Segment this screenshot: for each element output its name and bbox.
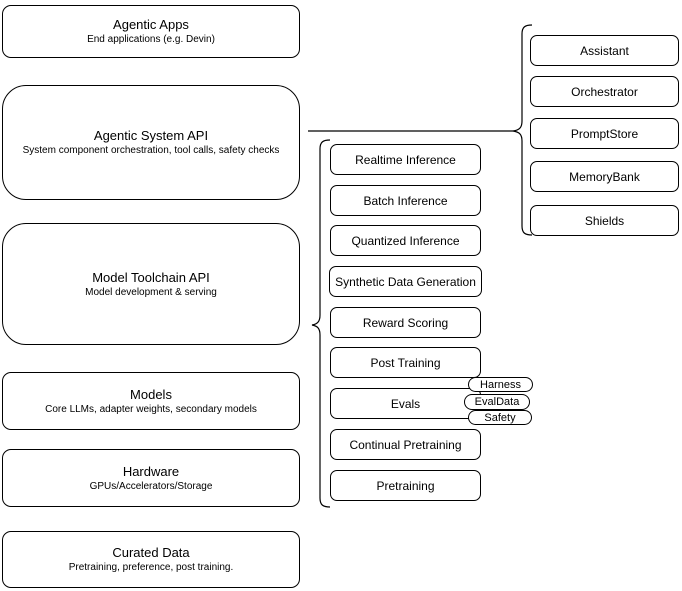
node-subtitle: Pretraining, preference, post training. xyxy=(68,562,234,573)
node-label: Evals xyxy=(390,396,421,411)
node-title: Models xyxy=(130,386,172,402)
node-shields: Shields xyxy=(530,205,679,236)
toolchain-brace xyxy=(311,139,331,508)
node-curated-data: Curated Data Pretraining, preference, po… xyxy=(2,531,300,588)
pill-label: Harness xyxy=(480,378,521,391)
node-label: MemoryBank xyxy=(569,169,640,184)
node-agentic-system-api: Agentic System API System component orch… xyxy=(2,85,300,200)
node-label: Assistant xyxy=(580,43,629,58)
node-title: Curated Data xyxy=(112,545,190,560)
node-label: Batch Inference xyxy=(363,193,448,208)
node-evals: Evals xyxy=(330,388,481,419)
node-assistant: Assistant xyxy=(530,35,679,66)
node-subtitle: Core LLMs, adapter weights, secondary mo… xyxy=(45,403,257,415)
pill-evaldata: EvalData xyxy=(464,394,530,410)
node-label: PromptStore xyxy=(570,126,639,141)
pill-harness: Harness xyxy=(468,377,533,392)
node-label: Reward Scoring xyxy=(362,315,449,330)
node-label: Quantized Inference xyxy=(351,233,460,248)
node-promptstore: PromptStore xyxy=(530,118,679,149)
node-batch-inference: Batch Inference xyxy=(330,185,481,216)
node-label: Continual Pretraining xyxy=(349,437,462,452)
node-label: Orchestrator xyxy=(571,84,638,99)
node-label: Shields xyxy=(584,213,625,228)
pill-safety: Safety xyxy=(468,410,532,425)
node-orchestrator: Orchestrator xyxy=(530,76,679,107)
node-label: Synthetic Data Generation xyxy=(335,274,476,289)
node-synthetic-data-generation: Synthetic Data Generation xyxy=(329,266,482,297)
node-realtime-inference: Realtime Inference xyxy=(330,144,481,175)
node-post-training: Post Training xyxy=(330,347,481,378)
node-subtitle: End applications (e.g. Devin) xyxy=(87,34,215,45)
pill-label: Safety xyxy=(484,411,516,424)
node-reward-scoring: Reward Scoring xyxy=(330,307,481,338)
node-agentic-apps: Agentic Apps End applications (e.g. Devi… xyxy=(2,5,300,58)
pill-label: EvalData xyxy=(474,396,520,408)
node-label: Realtime Inference xyxy=(355,152,456,167)
node-memorybank: MemoryBank xyxy=(530,161,679,192)
node-title: Hardware xyxy=(122,463,180,479)
node-hardware: Hardware GPUs/Accelerators/Storage xyxy=(2,449,300,507)
node-subtitle: GPUs/Accelerators/Storage xyxy=(89,480,213,492)
node-title: Agentic System API xyxy=(93,128,209,143)
node-subtitle: Model development & serving xyxy=(85,286,217,298)
node-label: Pretraining xyxy=(376,478,435,493)
node-title: Agentic Apps xyxy=(113,17,189,32)
node-title: Model Toolchain API xyxy=(92,269,210,285)
node-quantized-inference: Quantized Inference xyxy=(330,225,481,256)
node-models: Models Core LLMs, adapter weights, secon… xyxy=(2,372,300,430)
node-pretraining: Pretraining xyxy=(330,470,481,501)
node-model-toolchain-api: Model Toolchain API Model development & … xyxy=(2,223,300,345)
node-continual-pretraining: Continual Pretraining xyxy=(330,429,481,460)
node-label: Post Training xyxy=(370,355,441,370)
node-subtitle: System component orchestration, tool cal… xyxy=(22,145,280,156)
